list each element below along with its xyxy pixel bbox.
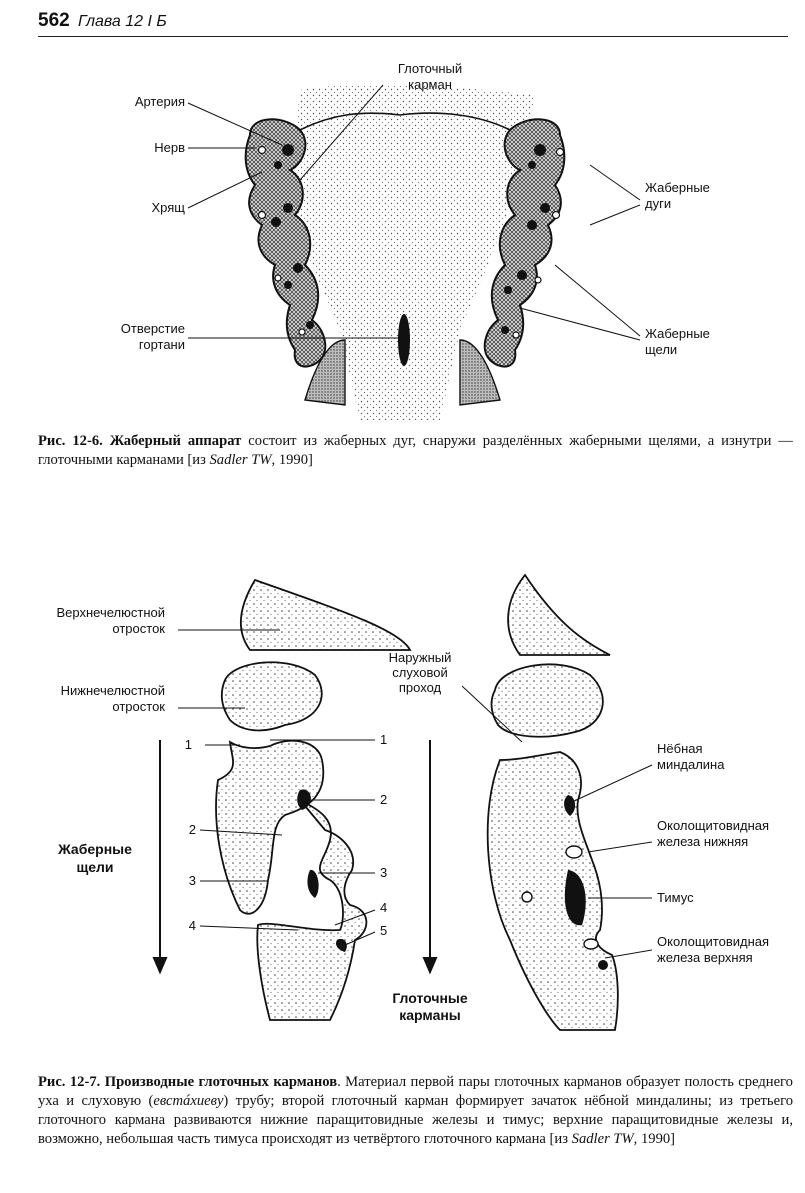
label-clefts-title-1: Жаберные: [57, 841, 132, 857]
label-pouches-title-2: карманы: [399, 1007, 461, 1023]
left-cleft-number-1: 1: [185, 737, 192, 752]
figure2-citation: Sadler TW: [571, 1131, 634, 1147]
figure1-text1: состоит из жаберных дуг, снаружи разделё…: [38, 433, 794, 468]
right-open-marks: [521, 845, 599, 950]
left-arrow: [152, 740, 168, 975]
figure2-title: Производные глоточных карманов: [104, 1074, 338, 1090]
label-thymus: Тимус: [657, 890, 694, 905]
label-pouch-1: Глоточный: [398, 61, 462, 76]
label-maxillary-1: Верхнечелюстной: [57, 605, 166, 620]
left-pouch-marks: [297, 789, 347, 952]
page-header: 562 Глава 12 І Б: [38, 10, 788, 37]
page-number: 562: [38, 10, 70, 31]
figure1-text2: , 1990]: [271, 452, 313, 468]
label-parathyroid-upper-1: Околощитовидная: [657, 934, 769, 949]
label-tonsil-1: Нёбная: [657, 741, 703, 756]
figure1-leader-lines: [187, 84, 641, 341]
label-maxillary-2: отросток: [112, 621, 165, 636]
figure2-number: Рис. 12-7.: [38, 1074, 101, 1090]
left-cleft-number-2: 2: [189, 822, 196, 837]
right-pouch-number-5: 5: [380, 923, 387, 938]
figure1-caption: Рис. 12-6. Жаберный аппарат состоит из ж…: [38, 432, 793, 470]
left-embryo: [215, 578, 412, 1021]
label-mandibular-1: Нижнечелюстной: [61, 683, 165, 698]
figure2-leader-lines: [178, 629, 653, 959]
figure2-text2: ) трубу; второй глоточный карман формиру…: [38, 1093, 793, 1147]
label-mandibular-2: отросток: [112, 699, 165, 714]
label-tonsil-2: миндалина: [657, 757, 725, 772]
pharyngeal-floor: [290, 84, 535, 421]
label-arches-2: дуги: [645, 196, 671, 211]
label-larynx-1: Отверстие: [121, 321, 185, 336]
label-cartilage: Хрящ: [152, 200, 186, 215]
figure1-citation: Sadler TW: [209, 452, 272, 468]
right-pouch-number-3: 3: [380, 865, 387, 880]
label-parathyroid-lower-1: Околощитовидная: [657, 818, 769, 833]
pharynx-top-edge: [299, 112, 511, 131]
label-artery: Артерия: [135, 94, 185, 109]
right-pouch-number-1: 1: [380, 732, 387, 747]
middle-arrow: [422, 740, 438, 975]
label-auditory-2: слуховой: [392, 665, 447, 680]
figure-branchial-apparatus: Глоточный карман Артерия Нерв Хрящ Отвер…: [121, 61, 710, 421]
figure2-text3: , 1990]: [633, 1131, 676, 1147]
label-arches-1: Жаберные: [645, 180, 710, 195]
label-parathyroid-upper-2: железа верхняя: [657, 950, 753, 965]
chapter-title: Глава 12 І Б: [78, 13, 167, 30]
right-pouch-number-4: 4: [380, 900, 387, 915]
label-nerve: Нерв: [154, 140, 185, 155]
label-larynx-2: гортани: [139, 337, 185, 352]
label-clefts-2: щели: [645, 342, 677, 357]
larynx-opening: [398, 314, 410, 366]
right-embryo: [486, 573, 619, 1031]
right-branchial-arches: [483, 118, 566, 368]
figure2-caption: Рис. 12-7. Производные глоточных кармано…: [38, 1073, 793, 1149]
left-arch-nerves: [257, 145, 306, 336]
right-derivatives: [564, 795, 608, 970]
figure2-term: евстáхиеву: [153, 1093, 224, 1109]
left-cleft-number-3: 3: [189, 873, 196, 888]
label-pouch-2: карман: [408, 77, 452, 92]
figure-pharyngeal-pouch-derivatives: Верхнечелюстной отросток Нижнечелюстной …: [57, 573, 769, 1031]
label-auditory-3: проход: [399, 680, 442, 695]
label-auditory-1: Наружный: [389, 650, 452, 665]
neck-right: [459, 339, 501, 406]
figure1-number: Рис. 12-6.: [38, 433, 103, 449]
left-branchial-arches: [244, 118, 327, 368]
right-pouch-number-2: 2: [380, 792, 387, 807]
label-clefts-1: Жаберные: [645, 326, 710, 341]
figure1-title: Жаберный аппарат: [109, 433, 242, 449]
neck-left: [304, 339, 346, 406]
label-pouches-title-1: Глоточные: [392, 990, 468, 1006]
right-arch-arteries: [501, 144, 550, 334]
figure2-text1: . Материал первой пары глоточных кармано…: [38, 1074, 793, 1109]
label-parathyroid-lower-2: железа нижняя: [657, 834, 748, 849]
right-arch-nerves: [512, 147, 565, 339]
left-arch-arteries: [271, 144, 314, 329]
left-cleft-number-4: 4: [189, 918, 196, 933]
label-clefts-title-2: щели: [76, 859, 113, 875]
